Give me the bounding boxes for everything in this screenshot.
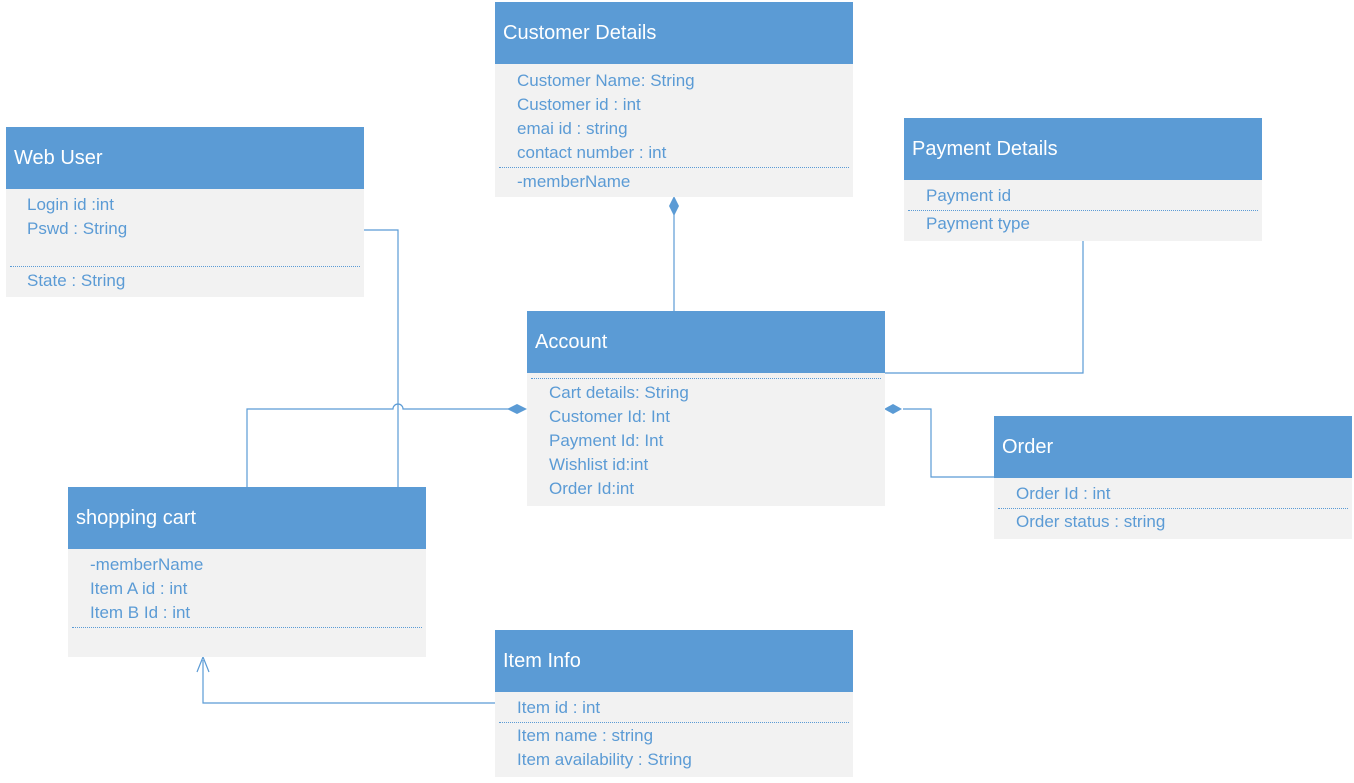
composition-diamond-cart-icon — [507, 404, 527, 414]
operation: Order Id:int — [549, 479, 635, 498]
class-title: Order — [994, 416, 1352, 478]
connector-webuser-cart — [361, 229, 399, 487]
operation: Customer Id: Int — [549, 407, 670, 426]
operation: -memberName — [517, 172, 631, 191]
connector-account-order — [903, 408, 994, 478]
attribute: Pswd : String — [27, 219, 128, 238]
attribute: -memberName — [90, 555, 204, 574]
class-title: Item Info — [495, 630, 853, 692]
attribute: Item B Id : int — [90, 603, 191, 622]
compartment-divider — [10, 266, 360, 267]
compartment-divider — [499, 722, 849, 723]
attribute: Order Id : int — [1016, 484, 1111, 503]
class-account[interactable]: Account Cart details: String Customer Id… — [527, 311, 885, 506]
operation: Payment Id: Int — [549, 431, 664, 450]
attribute: Login id :int — [27, 195, 114, 214]
class-shopping-cart[interactable]: shopping cart -memberName Item A id : in… — [68, 487, 426, 657]
operation: Wishlist id:int — [549, 455, 649, 474]
open-arrowhead-icon — [196, 655, 210, 673]
class-item-info[interactable]: Item Info Item id : int Item name : stri… — [495, 630, 853, 777]
class-order[interactable]: Order Order Id : int Order status : stri… — [994, 416, 1352, 539]
operation: Cart details: String — [549, 383, 689, 402]
compartment-divider — [499, 167, 849, 168]
class-title: Customer Details — [495, 2, 853, 64]
operation: Item name : string — [517, 726, 654, 745]
class-customer-details[interactable]: Customer Details Customer Name: String C… — [495, 2, 853, 197]
compartment-divider — [998, 508, 1348, 509]
attribute: Item id : int — [517, 698, 601, 717]
compartment-divider — [72, 627, 422, 628]
attribute: Customer Name: String — [517, 71, 695, 90]
compartment-divider — [531, 378, 881, 379]
connector-item-cart — [202, 660, 495, 704]
class-payment-details[interactable]: Payment Details Payment id Payment type — [904, 118, 1262, 241]
operation: Item availability : String — [517, 750, 692, 769]
operation: Payment type — [926, 214, 1030, 233]
attribute: Item A id : int — [90, 579, 188, 598]
class-web-user[interactable]: Web User Login id :int Pswd : String Sta… — [6, 127, 364, 297]
connector-cart-account — [246, 403, 509, 487]
compartment-divider — [908, 210, 1258, 211]
composition-diamond-order-icon — [884, 404, 902, 414]
connector-account-payment — [885, 241, 1084, 374]
class-title: Web User — [6, 127, 364, 189]
attribute: emai id : string — [517, 119, 628, 138]
class-title: Account — [527, 311, 885, 373]
operation: Order status : string — [1016, 512, 1166, 531]
attribute: Payment id — [926, 186, 1012, 205]
attribute: contact number : int — [517, 143, 667, 162]
class-title: shopping cart — [68, 487, 426, 549]
operation: State : String — [27, 271, 126, 290]
composition-diamond-customer-icon — [669, 196, 679, 216]
class-title: Payment Details — [904, 118, 1262, 180]
attribute: Customer id : int — [517, 95, 641, 114]
